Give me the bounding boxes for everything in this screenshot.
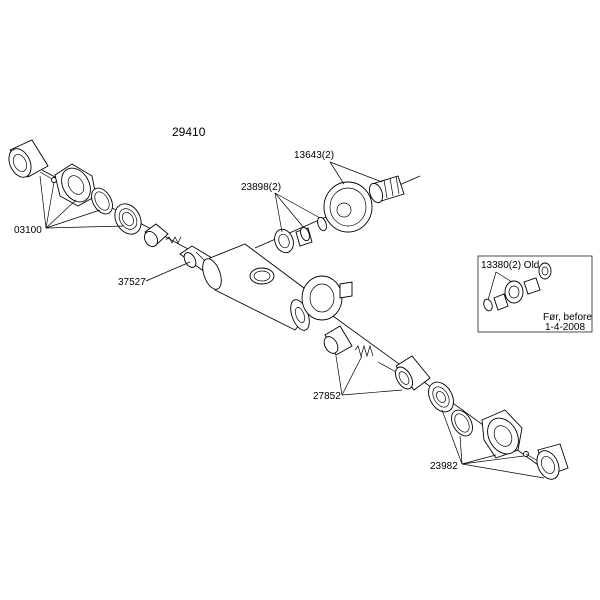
inset-note-line1: Før, before bbox=[543, 312, 592, 323]
right-nut bbox=[428, 381, 454, 413]
left-end-cap bbox=[8, 139, 49, 178]
right-sleeve bbox=[323, 325, 353, 356]
callout-03100: 03100 bbox=[14, 175, 125, 236]
callout-37527: 37527 bbox=[118, 261, 191, 288]
label-23898: 23898(2) bbox=[241, 182, 281, 193]
top-insert-23898 bbox=[295, 226, 313, 247]
left-spring bbox=[165, 236, 182, 244]
inset-note-line2: 1-4-2008 bbox=[545, 322, 585, 333]
callout-23898: 23898(2) bbox=[241, 182, 321, 233]
top-flange-13643 bbox=[323, 181, 373, 233]
callout-13380: 13380(2) Old bbox=[481, 260, 539, 301]
callout-27852: 27852 bbox=[313, 355, 403, 402]
label-23982: 23982 bbox=[430, 461, 458, 472]
left-o-ring bbox=[91, 187, 113, 215]
inset-old-parts bbox=[483, 262, 552, 312]
callout-23982: 23982 bbox=[430, 409, 545, 479]
top-eccentric-13643 bbox=[368, 175, 405, 204]
right-cartridge-27852 bbox=[377, 355, 431, 391]
label-27852: 27852 bbox=[313, 391, 341, 402]
diagram-title: 29410 bbox=[172, 125, 206, 139]
right-screw bbox=[523, 451, 539, 462]
right-spring bbox=[354, 344, 374, 358]
label-13643: 13643(2) bbox=[294, 150, 334, 161]
right-end-cap bbox=[536, 443, 569, 480]
right-handle bbox=[481, 409, 523, 459]
inset-box bbox=[477, 255, 593, 333]
top-nut-23898 bbox=[274, 228, 294, 254]
label-13380: 13380(2) Old bbox=[481, 260, 539, 271]
body-right-connector bbox=[301, 275, 353, 321]
left-nut bbox=[114, 203, 142, 235]
mixer-body bbox=[202, 243, 321, 331]
right-o-ring bbox=[451, 409, 473, 437]
callout-13643: 13643(2) bbox=[294, 150, 383, 185]
label-37527: 37527 bbox=[118, 277, 146, 288]
left-sleeve bbox=[143, 223, 169, 247]
label-03100: 03100 bbox=[14, 225, 42, 236]
